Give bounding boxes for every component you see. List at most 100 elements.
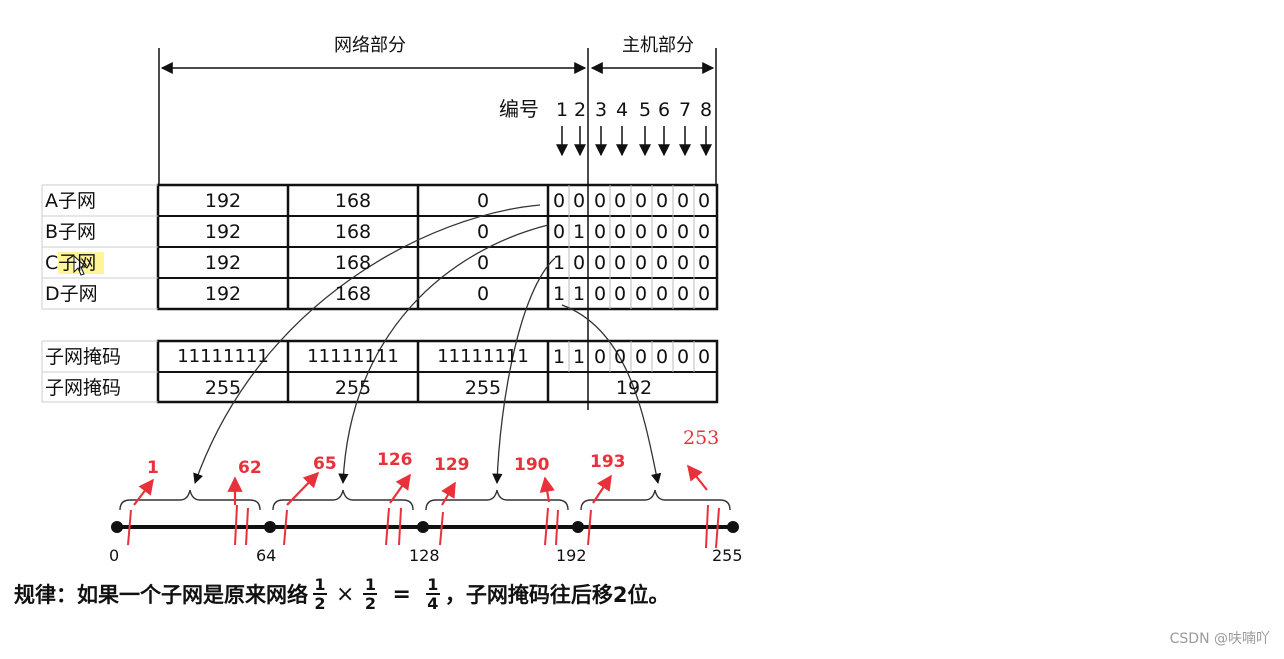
bit-cell: 1 <box>552 252 566 274</box>
bit-number: 5 <box>638 99 652 121</box>
mask-octet-cell: 11111111 <box>177 346 269 367</box>
bit-cell: 0 <box>593 190 607 212</box>
network-part-header: 网络部分 <box>334 35 406 56</box>
bit-number: 1 <box>555 99 569 121</box>
bit-cell: 0 <box>552 221 566 243</box>
range-label: 65 <box>313 454 337 474</box>
range-label: 126 <box>377 450 413 470</box>
mask-bit-cell: 1 <box>572 346 586 368</box>
bit-cell: 0 <box>655 283 669 305</box>
octet-cell: 168 <box>334 252 372 274</box>
mask-bit-cell: 0 <box>697 346 711 368</box>
bit-cell: 0 <box>676 221 690 243</box>
mask-octet-cell: 11111111 <box>437 346 529 367</box>
bit-cell: 0 <box>634 283 648 305</box>
mask-decimal-label: 子网掩码 <box>45 377 122 399</box>
mask-decimal-cell: 255 <box>204 377 242 399</box>
number-line-dots <box>111 521 739 533</box>
bit-number: 3 <box>594 99 608 121</box>
subnet-table-grid <box>41 183 719 311</box>
octet-cell: 192 <box>204 283 242 305</box>
axis-tick: 255 <box>712 546 743 565</box>
red-arrows <box>133 464 708 506</box>
numbering-label: 编号 <box>499 97 539 121</box>
curve-arrows <box>193 204 662 485</box>
watermark: CSDN @呋喃吖 <box>1169 631 1270 647</box>
equals-sign: = <box>392 581 411 607</box>
mask-decimal-cell: 255 <box>334 377 372 399</box>
octet-cell: 0 <box>476 190 490 212</box>
row-label-d: D子网 <box>45 283 98 305</box>
bit-cell: 1 <box>572 283 586 305</box>
bit-cell: 0 <box>676 283 690 305</box>
mask-octet-cell: 11111111 <box>307 346 399 367</box>
bit-cell: 0 <box>697 283 711 305</box>
bit-cell: 0 <box>655 190 669 212</box>
formula-prefix: 规律：如果一个子网是原来网络 <box>14 583 308 607</box>
fraction-num: 1 <box>314 575 326 594</box>
octet-cell: 192 <box>204 221 242 243</box>
axis-tick: 64 <box>256 546 277 565</box>
range-label: 129 <box>434 455 470 475</box>
octet-cell: 0 <box>476 283 490 305</box>
row-label-c: C子网 <box>45 252 97 274</box>
red-marks <box>127 504 720 549</box>
mask-bit-cell: 0 <box>613 346 627 368</box>
bit-number: 8 <box>699 99 713 121</box>
mask-binary-label: 子网掩码 <box>45 346 122 368</box>
octet-cell: 168 <box>334 190 372 212</box>
mask-table-grid <box>41 339 719 404</box>
cursor-icon <box>73 254 88 276</box>
fraction-bar <box>425 593 440 595</box>
bit-cell: 0 <box>697 252 711 274</box>
fraction-den: 2 <box>364 594 376 613</box>
bit-cell: 0 <box>634 252 648 274</box>
formula-suffix: ，子网掩码往后移2位。 <box>444 583 670 607</box>
mask-bit-cell: 1 <box>552 346 566 368</box>
bit-cell: 0 <box>593 252 607 274</box>
fraction-1: 1 2 <box>313 576 327 612</box>
rule-formula: 规律：如果一个子网是原来网络 1 2 × 1 2 = 1 4 ，子网掩码往后移2… <box>14 576 670 612</box>
header-brackets <box>158 48 717 410</box>
fraction-bar <box>313 593 327 595</box>
octet-cell: 192 <box>204 190 242 212</box>
bit-number: 7 <box>678 99 692 121</box>
fraction-den: 4 <box>427 594 439 613</box>
mask-bit-cell: 0 <box>676 346 690 368</box>
bit-cell: 0 <box>655 252 669 274</box>
bit-cell: 0 <box>676 252 690 274</box>
fraction-2: 1 2 <box>363 576 378 613</box>
range-label: 193 <box>590 452 626 472</box>
range-braces <box>119 489 731 511</box>
mask-bit-cell: 0 <box>634 346 648 368</box>
bit-cell: 0 <box>634 221 648 243</box>
mask-decimal-cell: 255 <box>464 377 502 399</box>
octet-cell: 0 <box>476 221 490 243</box>
fraction-bar <box>363 593 378 595</box>
octet-cell: 168 <box>334 283 372 305</box>
bit-cell: 0 <box>613 221 627 243</box>
bit-cell: 0 <box>634 190 648 212</box>
bit-cell: 0 <box>676 190 690 212</box>
octet-cell: 168 <box>334 221 372 243</box>
bit-cell: 0 <box>697 221 711 243</box>
bit-down-arrows <box>556 126 712 157</box>
octet-cell: 192 <box>204 252 242 274</box>
bit-cell: 0 <box>697 190 711 212</box>
host-part-header: 主机部分 <box>622 35 694 56</box>
bit-cell: 0 <box>552 190 566 212</box>
mask-bit-cell: 0 <box>655 346 669 368</box>
axis-tick: 128 <box>409 546 440 565</box>
row-label-a: A子网 <box>45 190 96 212</box>
bit-cell: 0 <box>572 252 586 274</box>
range-label: 1 <box>147 458 159 478</box>
bit-number: 6 <box>657 99 671 121</box>
bit-cell: 0 <box>655 221 669 243</box>
range-label: 190 <box>514 455 550 475</box>
bit-number: 2 <box>573 99 587 121</box>
range-label: 62 <box>238 458 262 478</box>
bit-cell: 0 <box>613 283 627 305</box>
axis-tick: 0 <box>109 546 120 565</box>
